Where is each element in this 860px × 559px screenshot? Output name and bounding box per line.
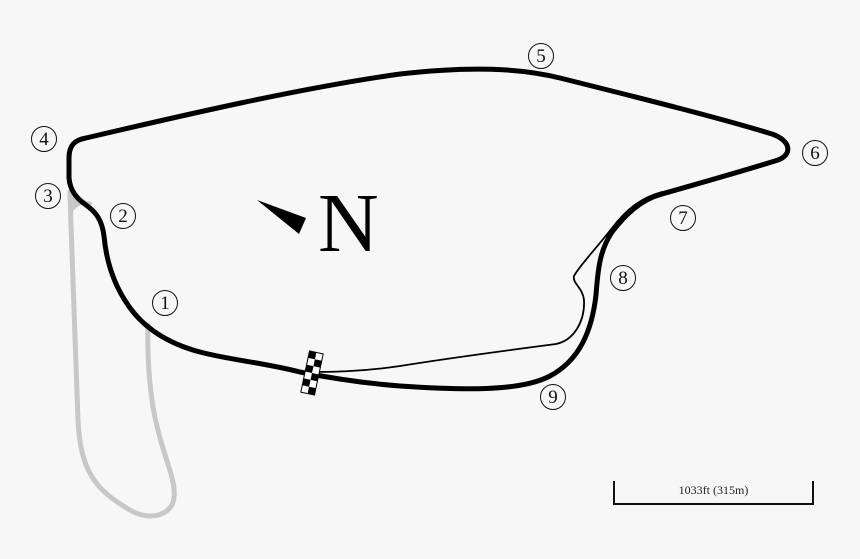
turn-number: 8 bbox=[618, 267, 628, 289]
turn-4-label: 4 bbox=[31, 126, 57, 152]
turn-number: 5 bbox=[536, 45, 546, 67]
turn-number: 4 bbox=[39, 128, 49, 150]
scale-bar: 1033ft (315m) bbox=[613, 481, 814, 505]
north-arrow-icon bbox=[257, 200, 306, 234]
turn-5-label: 5 bbox=[528, 43, 554, 69]
turn-8-label: 8 bbox=[610, 265, 636, 291]
old-track-section bbox=[67, 189, 177, 519]
checkered-flag-icon bbox=[300, 350, 324, 396]
turn-9-label: 9 bbox=[540, 384, 566, 410]
turn-1-label: 1 bbox=[152, 290, 178, 316]
turn-7-label: 7 bbox=[670, 205, 696, 231]
north-indicator: N bbox=[318, 177, 379, 270]
turn-number: 9 bbox=[548, 386, 558, 408]
turn-number: 3 bbox=[43, 185, 53, 207]
turn-number: 1 bbox=[160, 292, 170, 314]
turn-number: 7 bbox=[678, 207, 688, 229]
turn-number: 6 bbox=[810, 142, 820, 164]
turn-2-label: 2 bbox=[110, 203, 136, 229]
scale-label: 1033ft (315m) bbox=[678, 483, 749, 497]
turn-number: 2 bbox=[118, 205, 128, 227]
turn-6-label: 6 bbox=[802, 140, 828, 166]
main-track bbox=[66, 66, 791, 392]
turn-3-label: 3 bbox=[35, 183, 61, 209]
